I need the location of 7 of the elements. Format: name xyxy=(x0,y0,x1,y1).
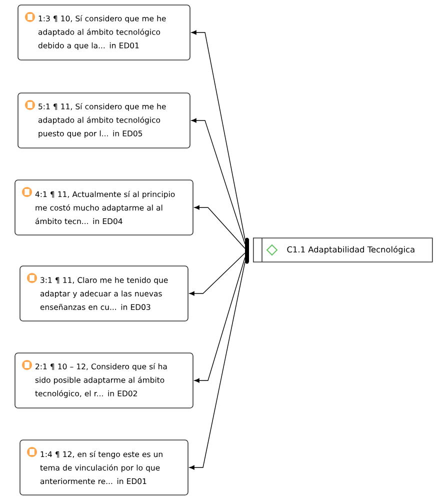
arrow xyxy=(189,262,246,470)
arrow xyxy=(191,30,246,240)
code-box: C1.1 Adaptabilidad Tecnológica xyxy=(245,238,433,264)
arrow xyxy=(191,118,246,244)
arrow xyxy=(194,205,246,249)
arrow xyxy=(189,252,246,296)
arrow xyxy=(194,257,246,383)
